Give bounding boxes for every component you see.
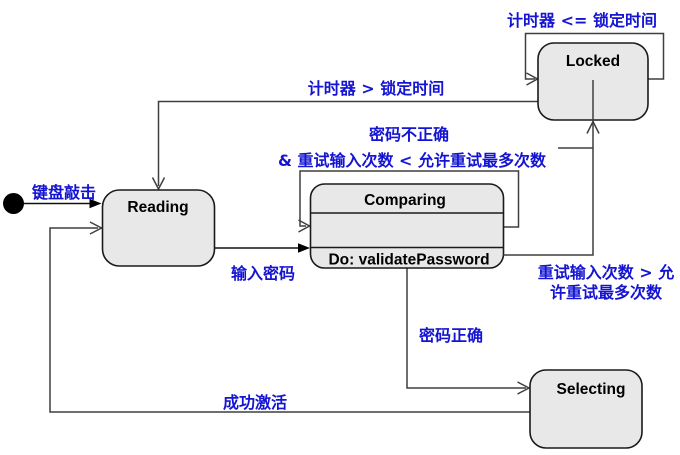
selecting-state-label: Selecting (557, 381, 626, 398)
comparing-to-locked-line (503, 80, 594, 256)
arrowhead-solid-icon (298, 243, 310, 253)
transition-selecting-to-reading: 成功激活 (49, 221, 530, 413)
arrowhead-open-icon (517, 381, 531, 395)
selecting-to-reading-line (49, 227, 530, 413)
selecting-state-shape (529, 369, 643, 449)
transition-label-comparing-to-locked-line1: 重试输入次数 > 允 (538, 263, 675, 282)
transition-label-selecting-to-reading: 成功激活 (223, 393, 287, 412)
transition-comparing-to-locked: 重试输入次数 > 允 许重试最多次数 (503, 80, 675, 302)
transition-initial-to-reading: 键盘敲击 (3, 183, 102, 214)
transition-label-locked-to-reading: 计时器 > 锁定时间 (308, 79, 445, 98)
locked-to-reading-line (157, 100, 538, 186)
comparing-to-selecting-line (406, 268, 526, 389)
transition-locked-to-reading: 计时器 > 锁定时间 (151, 79, 538, 191)
transition-label-reading-to-comparing: 输入密码 (231, 264, 295, 283)
comparing-self-loop-line (299, 170, 520, 228)
arrowhead-open-icon (151, 177, 166, 191)
transition-comparing-self-loop: 密码不正确 & 重试输入次数 < 允许重试最多次数 (278, 125, 547, 233)
arrowhead-open-icon (298, 219, 312, 233)
arrowhead-solid-icon (89, 198, 102, 209)
transition-label-comparing-to-selecting: 密码正确 (418, 326, 483, 345)
locked-self-loop-line (524, 32, 665, 80)
comparing-state-label: Comparing (364, 192, 446, 209)
arrowhead-open-icon (89, 221, 104, 235)
transition-label-locked-self: 计时器 <= 锁定时间 (507, 11, 657, 30)
reading-state-label: Reading (127, 199, 188, 216)
transition-label-initial-to-reading: 键盘敲击 (31, 183, 96, 202)
arrowhead-open-icon (586, 119, 600, 134)
transition-comparing-to-selecting: 密码正确 (406, 268, 531, 395)
transition-locked-self-loop: 计时器 <= 锁定时间 (507, 11, 665, 86)
transition-label-comparing-self-line2: & 重试输入次数 < 允许重试最多次数 (278, 151, 547, 170)
transition-label-comparing-self-line1: 密码不正确 (368, 125, 449, 144)
transition-reading-to-comparing: 输入密码 (214, 243, 310, 283)
initial-state-icon (3, 193, 24, 214)
state-selecting: Selecting (529, 369, 643, 449)
state-reading: Reading (101, 189, 216, 267)
transition-label-comparing-to-locked-line2: 许重试最多次数 (550, 283, 663, 302)
comparing-do-activity-label: Do: validatePassword (328, 252, 489, 269)
state-comparing: Comparing Do: validatePassword (309, 183, 505, 269)
reading-state-shape (101, 189, 216, 267)
locked-state-label: Locked (566, 53, 620, 70)
